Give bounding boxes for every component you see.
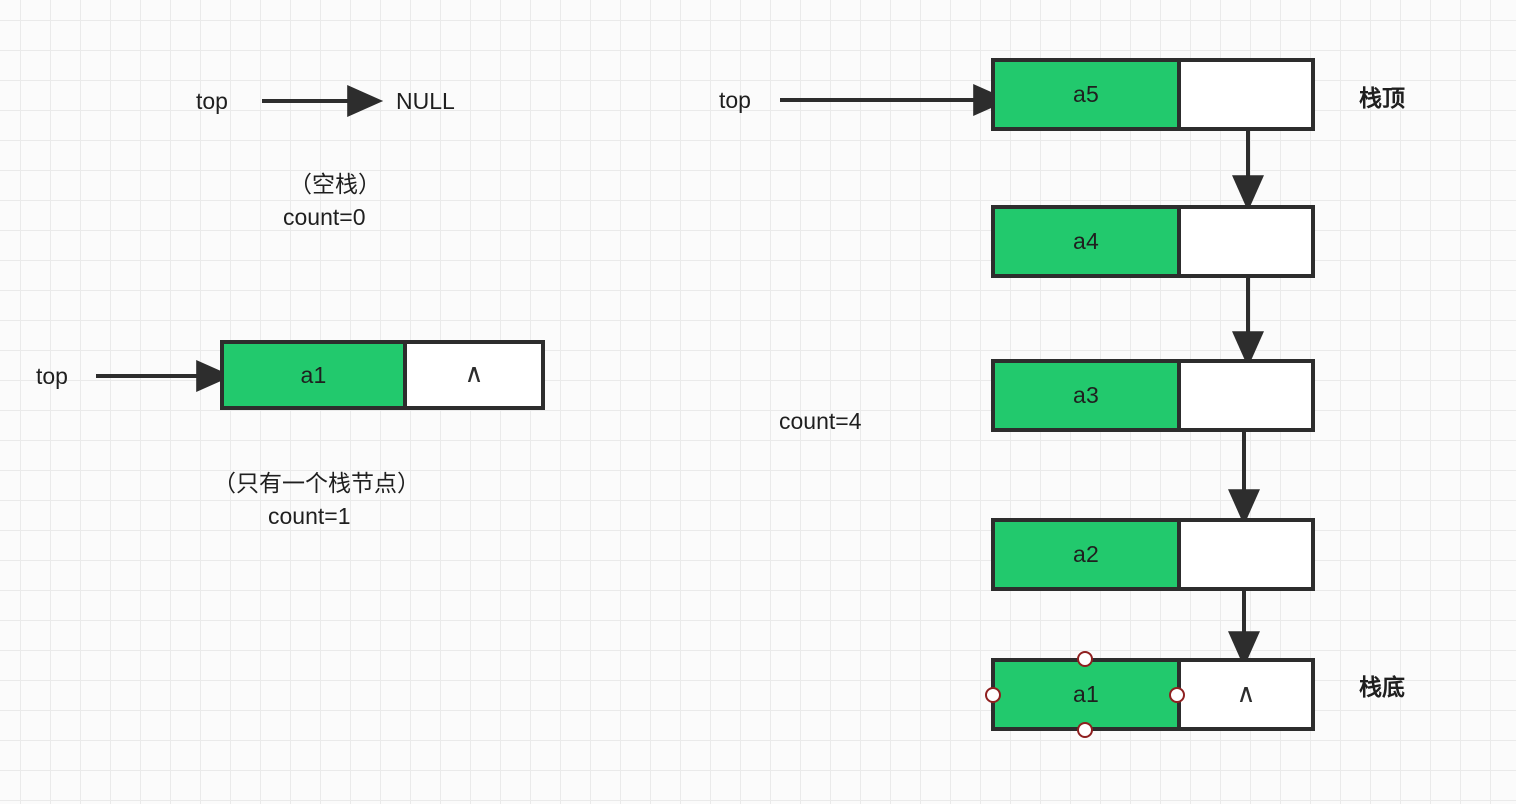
multi-stack-count-label: count=4 <box>779 408 862 434</box>
selection-handle-right[interactable] <box>1169 687 1185 703</box>
stack-node-next-cell <box>1181 522 1311 587</box>
stack-bottom-label: 栈底 <box>1359 675 1405 701</box>
null-pointer-mark: ∧ <box>1236 677 1256 708</box>
stack-node-data-cell: a1 <box>995 662 1181 727</box>
selection-handle-left[interactable] <box>985 687 1001 703</box>
stack-node-a5[interactable]: a5 <box>991 58 1315 131</box>
stack-node-a2[interactable]: a2 <box>991 518 1315 591</box>
stack-node-a4[interactable]: a4 <box>991 205 1315 278</box>
stack-node-data-cell: a2 <box>995 522 1181 587</box>
single-stack-caption: （只有一个栈节点） <box>213 471 420 497</box>
stack-top-label: 栈顶 <box>1359 86 1405 112</box>
stack-node-next-cell: ∧ <box>407 344 541 406</box>
empty-stack-caption: （空栈） <box>289 172 381 198</box>
stack-node-a1-single[interactable]: a1 ∧ <box>220 340 545 410</box>
stack-node-next-cell <box>1181 62 1311 127</box>
stack-node-data-cell: a5 <box>995 62 1181 127</box>
stack-node-next-cell <box>1181 363 1311 428</box>
empty-stack-null-label: NULL <box>396 88 455 114</box>
empty-stack-count-label: count=0 <box>283 204 366 230</box>
stack-node-a1[interactable]: a1 ∧ <box>991 658 1315 731</box>
single-stack-top-pointer-label: top <box>36 363 68 389</box>
multi-stack-top-pointer-label: top <box>719 87 751 113</box>
empty-stack-top-pointer-label: top <box>196 88 228 114</box>
stack-node-data-cell: a3 <box>995 363 1181 428</box>
single-stack-count-label: count=1 <box>268 503 351 529</box>
stack-node-data-cell: a1 <box>224 344 407 406</box>
stack-node-data-cell: a4 <box>995 209 1181 274</box>
selection-handle-bottom[interactable] <box>1077 722 1093 738</box>
null-pointer-mark: ∧ <box>464 358 484 388</box>
selection-handle-top[interactable] <box>1077 651 1093 667</box>
stack-node-next-cell <box>1181 209 1311 274</box>
stack-node-next-cell: ∧ <box>1181 662 1311 727</box>
stack-node-a3[interactable]: a3 <box>991 359 1315 432</box>
